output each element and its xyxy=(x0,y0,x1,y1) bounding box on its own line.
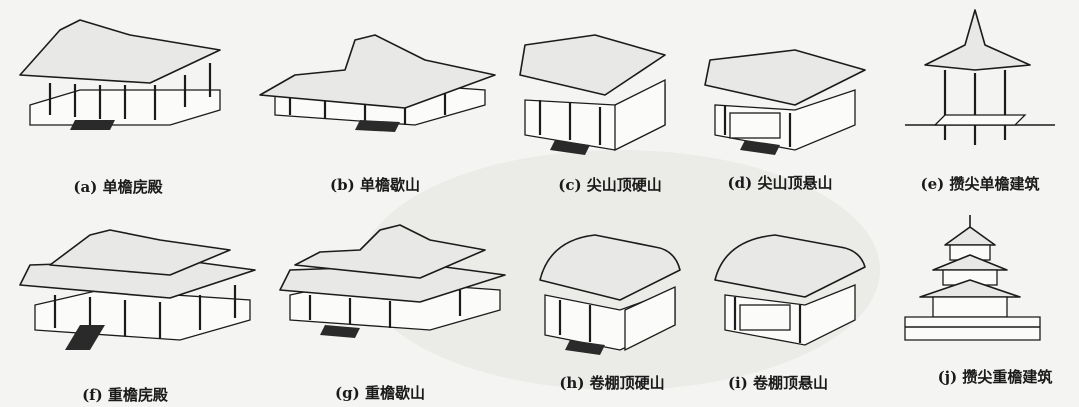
building-f xyxy=(19,229,256,350)
caption-a: (a) 单檐庑殿 xyxy=(73,178,163,196)
building-j xyxy=(904,215,1041,341)
caption-c: (c) 尖山顶硬山 xyxy=(558,176,662,194)
building-h xyxy=(539,234,681,355)
caption-i: (i) 卷棚顶悬山 xyxy=(727,374,829,392)
caption-g: (g) 重檐歇山 xyxy=(335,384,425,402)
building-d xyxy=(704,49,866,155)
building-c xyxy=(519,34,666,155)
building-a xyxy=(19,19,221,130)
building-g xyxy=(279,224,506,338)
building-e xyxy=(905,9,1055,145)
building-b xyxy=(259,34,496,132)
caption-d: (d) 尖山顶悬山 xyxy=(727,174,833,192)
building-i xyxy=(714,234,866,346)
caption-h: (h) 卷棚顶硬山 xyxy=(559,374,665,392)
caption-f: (f) 重檐庑殿 xyxy=(82,386,168,404)
caption-e: (e) 攒尖单檐建筑 xyxy=(920,175,1040,193)
caption-b: (b) 单檐歇山 xyxy=(330,176,420,194)
caption-j: (j) 攒尖重檐建筑 xyxy=(937,368,1053,386)
